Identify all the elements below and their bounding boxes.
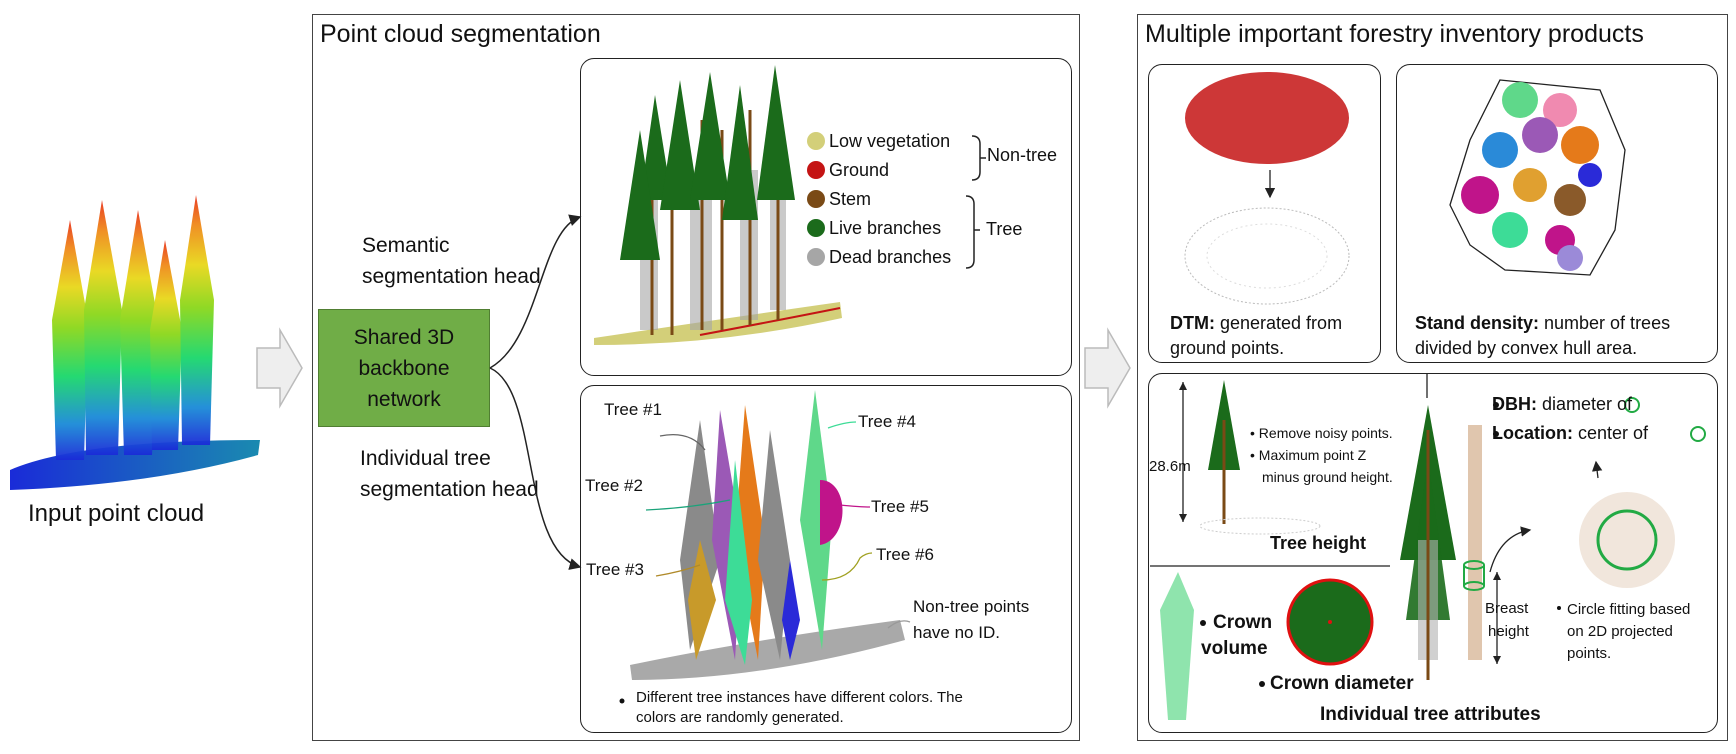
tree1-pointer xyxy=(659,433,706,451)
instance-head-connector xyxy=(489,367,582,570)
dtm-caption-line1: DTM: generated from xyxy=(1170,313,1343,333)
non-tree-bracket xyxy=(971,135,986,181)
semantic-head-connector xyxy=(489,214,582,369)
instance-head-line2: segmentation head xyxy=(360,478,539,501)
group-non-tree: Non-tree xyxy=(987,145,1058,165)
semantic-panel xyxy=(580,58,1072,376)
density-caption-line1: Stand density: number of trees xyxy=(1415,313,1671,333)
flow-arrow-right xyxy=(1084,327,1131,409)
crown-volume-line1: Crown xyxy=(1213,612,1273,633)
legend-dot-low-vegetation xyxy=(807,132,825,150)
density-caption-line2: divided by convex hull area. xyxy=(1415,338,1638,358)
input-point-cloud-image xyxy=(10,195,260,490)
circle-note-line3: points. xyxy=(1567,645,1612,662)
semantic-segmentation-image xyxy=(594,65,842,345)
instance-note-line2: colors are randomly generated. xyxy=(636,709,844,726)
breast-height-line2: height xyxy=(1488,623,1529,640)
breast-height-line1: Breast xyxy=(1485,600,1529,617)
tree-height-value: 28.6m xyxy=(1149,458,1191,475)
tree-id-6: Tree #6 xyxy=(876,545,934,564)
backbone-label: Shared 3D backbone network xyxy=(353,325,455,411)
legend-stem: Stem xyxy=(829,189,872,209)
location-label: Location: center of xyxy=(1492,423,1649,443)
tree-id-4: Tree #4 xyxy=(858,412,916,431)
legend-live-branches: Live branches xyxy=(829,218,942,238)
non-tree-pointer xyxy=(887,620,911,629)
crown-image xyxy=(1160,572,1561,720)
instance-head-line1: Individual tree xyxy=(360,447,491,470)
semantic-head-line1: Semantic xyxy=(362,234,450,257)
tree3-pointer xyxy=(655,564,701,577)
tree-height-caption: Tree height xyxy=(1270,533,1367,553)
height-note-2: • Maximum point Z xyxy=(1250,447,1367,463)
tree-id-1: Tree #1 xyxy=(604,400,662,419)
legend-dot-stem xyxy=(807,190,825,208)
tree2-pointer xyxy=(645,499,731,511)
circle-fitting-image xyxy=(1493,397,1706,588)
crown-diameter-label: Crown diameter xyxy=(1270,673,1414,694)
dtm-image xyxy=(1184,72,1350,305)
non-tree-note-line2: have no ID. xyxy=(913,623,1000,642)
crown-volume-line2: volume xyxy=(1201,638,1268,659)
tree-height-image xyxy=(1179,380,1321,535)
flow-arrow-left xyxy=(256,327,303,409)
height-note-1: • Remove noisy points. xyxy=(1250,425,1393,441)
segmentation-title: Point cloud segmentation xyxy=(320,20,601,48)
tree-id-5: Tree #5 xyxy=(871,497,929,516)
tree5-pointer xyxy=(839,504,871,508)
instance-segmentation-image xyxy=(630,390,905,680)
dbh-label: DBH: diameter of xyxy=(1492,394,1633,414)
height-note-3: minus ground height. xyxy=(1262,469,1393,485)
legend-ground: Ground xyxy=(829,160,890,180)
group-tree: Tree xyxy=(986,219,1023,239)
non-tree-note-line1: Non-tree points xyxy=(913,597,1030,616)
products-title: Multiple important forestry inventory pr… xyxy=(1145,20,1644,48)
input-label: Input point cloud xyxy=(28,500,205,527)
legend-dot-live-branches xyxy=(807,219,825,237)
attributes-caption: Individual tree attributes xyxy=(1320,704,1541,725)
stand-density-image xyxy=(1449,79,1626,276)
semantic-head-line2: segmentation head xyxy=(362,265,541,288)
tree-bracket xyxy=(965,195,980,269)
circle-note-line1: Circle fitting based xyxy=(1567,601,1691,618)
instance-note-line1: Different tree instances have different … xyxy=(636,689,963,706)
dtm-caption-line2: ground points. xyxy=(1170,338,1285,358)
central-tree-image xyxy=(1400,405,1532,680)
legend-dead-branches: Dead branches xyxy=(829,247,952,267)
circle-note-line2: on 2D projected xyxy=(1567,623,1673,640)
legend-dot-dead-branches xyxy=(807,248,825,266)
backbone-box: Shared 3D backbone network xyxy=(318,309,490,427)
tree-id-3: Tree #3 xyxy=(586,560,644,579)
tree6-pointer xyxy=(821,552,873,581)
legend-low-vegetation: Low vegetation xyxy=(829,131,951,151)
tree4-pointer xyxy=(827,421,857,429)
legend-dot-ground xyxy=(807,161,825,179)
tree-id-2: Tree #2 xyxy=(585,476,643,495)
